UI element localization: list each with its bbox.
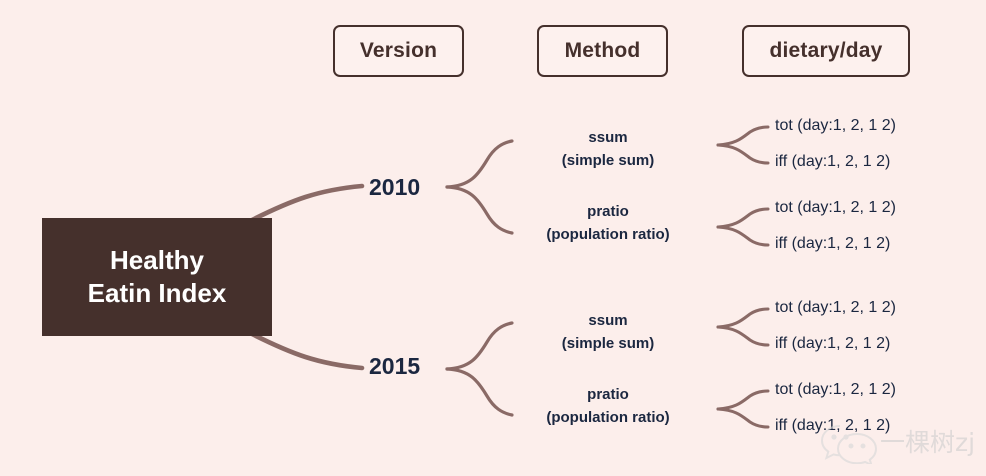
- leaf-node-tot-2015-ssum[interactable]: tot (day:1, 2, 1 2): [775, 299, 896, 316]
- link-m4-tot: [716, 389, 770, 411]
- method-detail: (population ratio): [546, 408, 670, 426]
- method-node-2015-pratio[interactable]: pratio (population ratio): [498, 384, 718, 429]
- leaf-node-tot-2015-pratio[interactable]: tot (day:1, 2, 1 2): [775, 381, 896, 398]
- watermark-text: 一棵树zj: [880, 427, 976, 457]
- header-label-dietary: dietary/day: [769, 39, 883, 62]
- root-node-line1: Healthy: [110, 244, 204, 275]
- header-box-dietary[interactable]: dietary/day: [742, 25, 910, 77]
- link-m3-tot: [716, 307, 770, 329]
- root-node-line2: Eatin Index: [87, 278, 227, 308]
- root-node[interactable]: Healthy Eatin Index: [42, 218, 272, 336]
- method-name: pratio: [587, 203, 629, 220]
- version-node-2010[interactable]: 2010: [369, 174, 421, 200]
- method-name: ssum: [588, 129, 628, 146]
- header-label-method: Method: [564, 39, 641, 62]
- link-root-2010: [249, 183, 365, 223]
- method-name: pratio: [587, 386, 629, 403]
- leaf-node-iff-2010-ssum[interactable]: iff (day:1, 2, 1 2): [775, 153, 891, 170]
- leaf-node-tot-2010-ssum[interactable]: tot (day:1, 2, 1 2): [775, 117, 896, 134]
- link-m2-iff: [716, 225, 770, 247]
- method-name: ssum: [588, 312, 628, 329]
- method-node-2010-ssum[interactable]: ssum (simple sum): [498, 127, 718, 172]
- header-label-version: Version: [359, 39, 438, 62]
- method-node-2015-ssum[interactable]: ssum (simple sum): [498, 310, 718, 355]
- link-root-2015: [249, 331, 365, 371]
- method-detail: (simple sum): [561, 334, 655, 352]
- leaf-node-tot-2010-pratio[interactable]: tot (day:1, 2, 1 2): [775, 199, 896, 216]
- link-m4-iff: [716, 407, 770, 429]
- method-detail: (population ratio): [546, 225, 670, 243]
- method-node-2010-pratio[interactable]: pratio (population ratio): [498, 201, 718, 246]
- link-m1-iff: [716, 143, 770, 165]
- leaf-node-iff-2015-pratio[interactable]: iff (day:1, 2, 1 2): [775, 417, 891, 434]
- version-node-2015[interactable]: 2015: [369, 353, 421, 379]
- method-detail: (simple sum): [561, 151, 655, 169]
- header-box-version[interactable]: Version: [333, 25, 464, 77]
- header-box-method[interactable]: Method: [537, 25, 668, 77]
- leaf-node-iff-2015-ssum[interactable]: iff (day:1, 2, 1 2): [775, 335, 891, 352]
- link-m1-tot: [716, 125, 770, 147]
- link-m3-iff: [716, 325, 770, 347]
- leaf-node-iff-2010-pratio[interactable]: iff (day:1, 2, 1 2): [775, 235, 891, 252]
- link-m2-tot: [716, 207, 770, 229]
